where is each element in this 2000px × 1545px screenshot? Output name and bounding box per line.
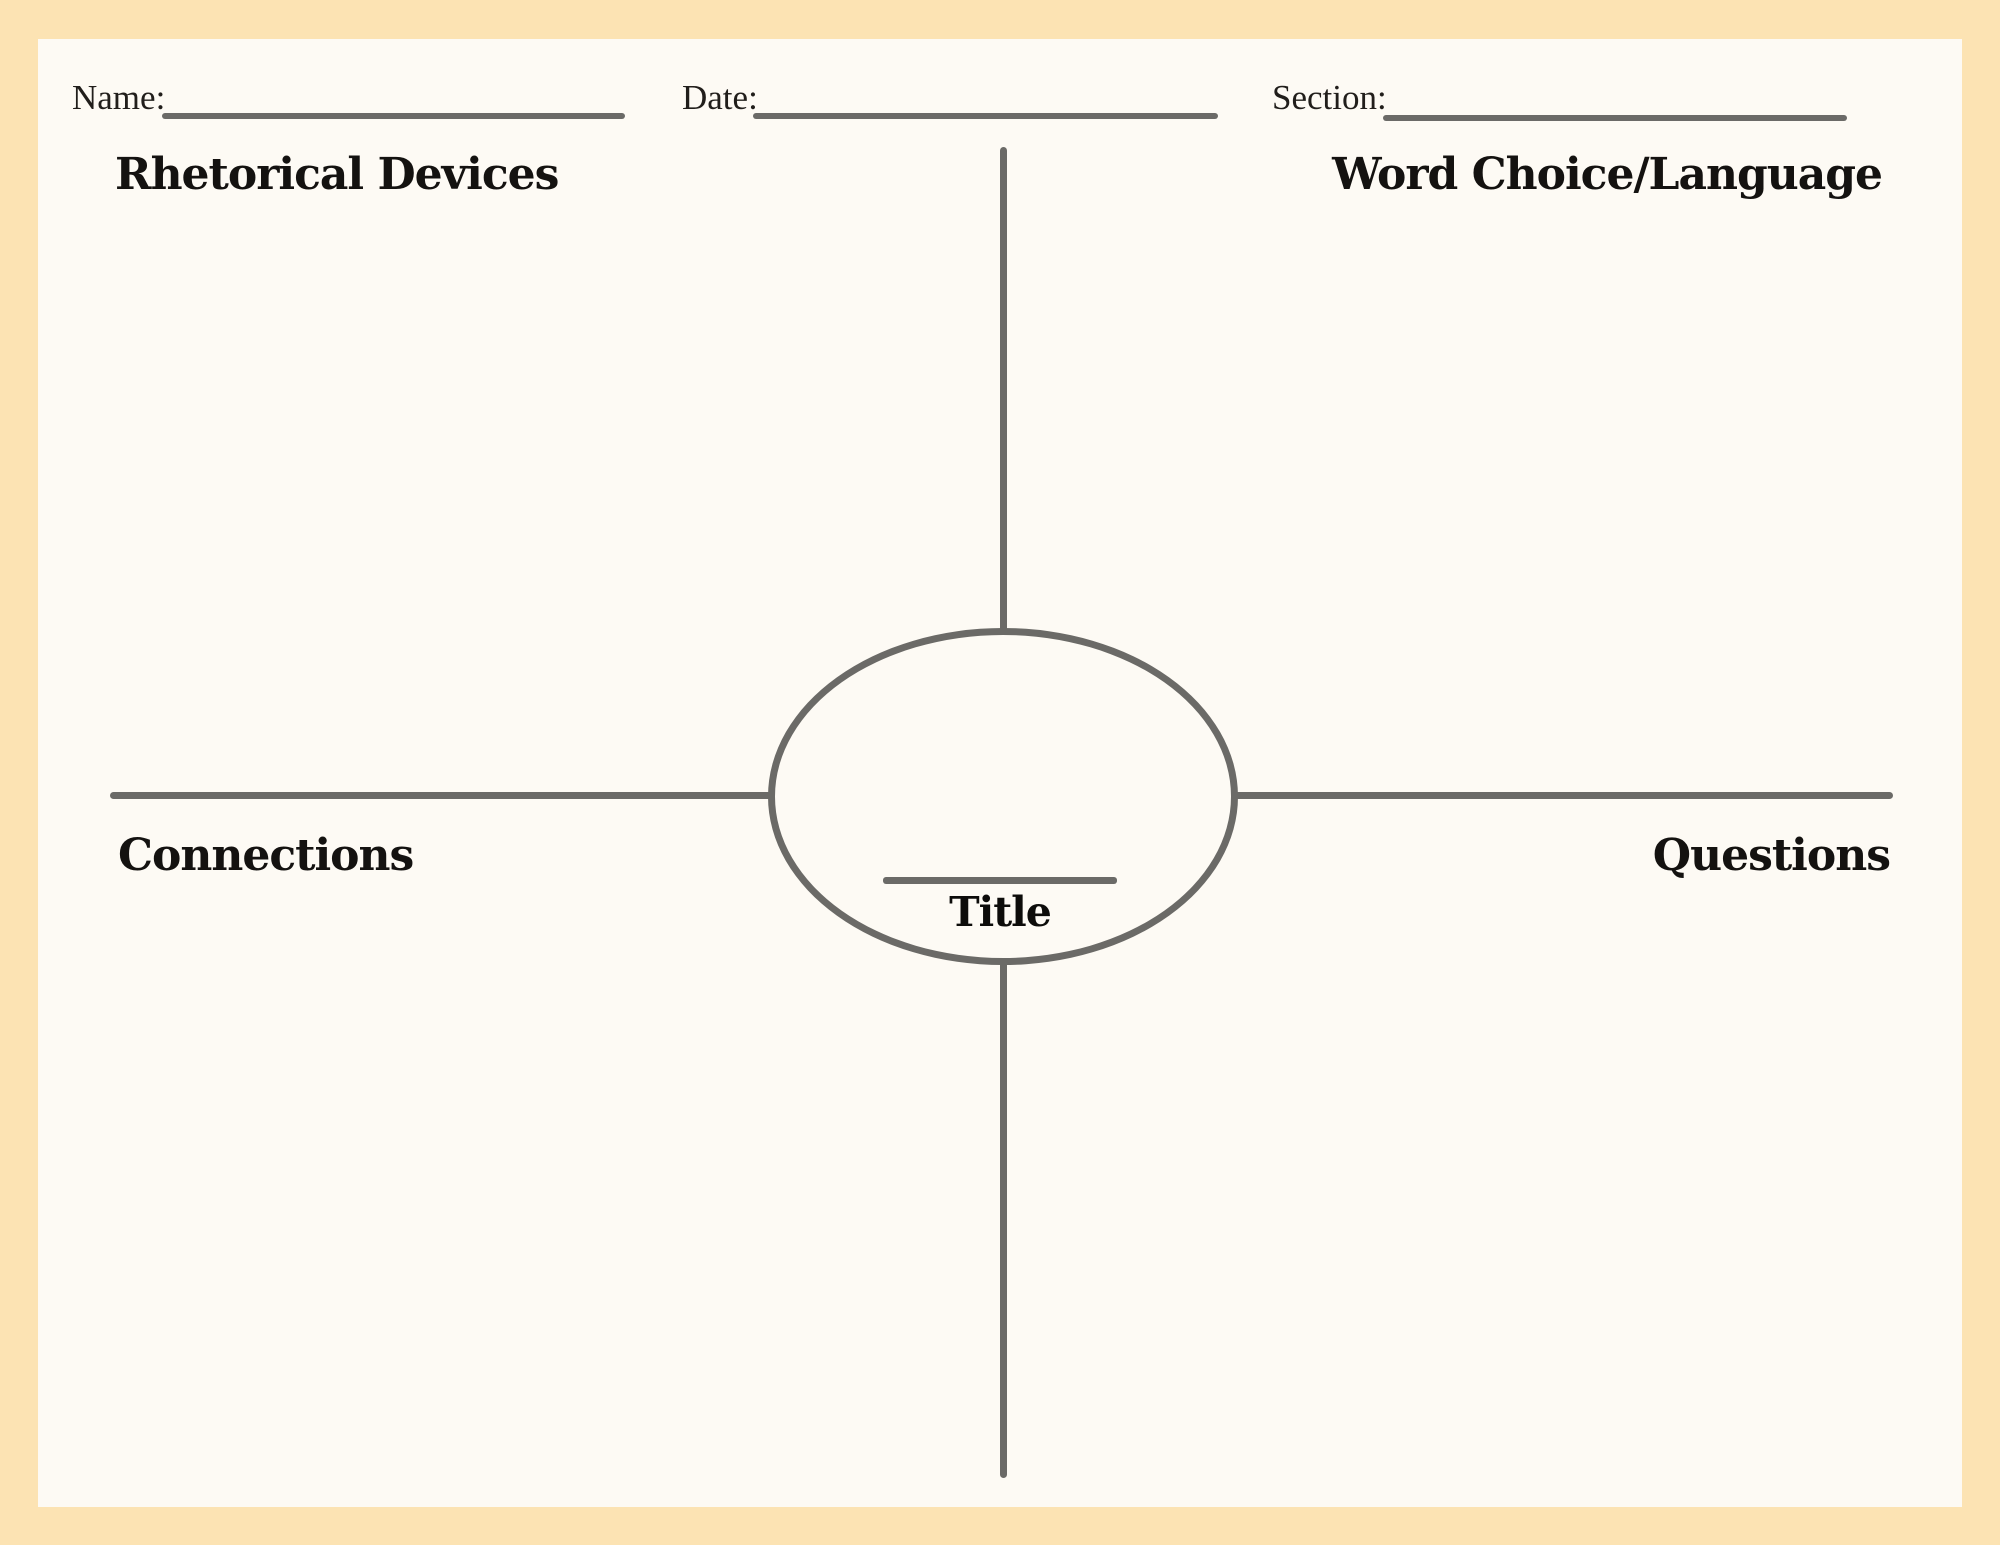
- name-field-label: Name:: [72, 78, 166, 117]
- name-write-line[interactable]: [162, 113, 625, 119]
- center-title-oval: [768, 628, 1238, 965]
- quadrant-heading-rhetorical-devices: Rhetorical Devices: [115, 149, 559, 200]
- quadrant-heading-connections: Connections: [118, 830, 414, 881]
- section-field-label: Section:: [1272, 78, 1387, 117]
- section-write-line[interactable]: [1383, 115, 1847, 121]
- date-field-label: Date:: [682, 78, 758, 117]
- quadrant-heading-word-choice-language: Word Choice/Language: [1332, 149, 1883, 200]
- title-label: Title: [949, 888, 1052, 936]
- date-write-line[interactable]: [753, 113, 1218, 119]
- quadrant-heading-questions: Questions: [1652, 830, 1891, 881]
- title-write-line[interactable]: [883, 877, 1117, 884]
